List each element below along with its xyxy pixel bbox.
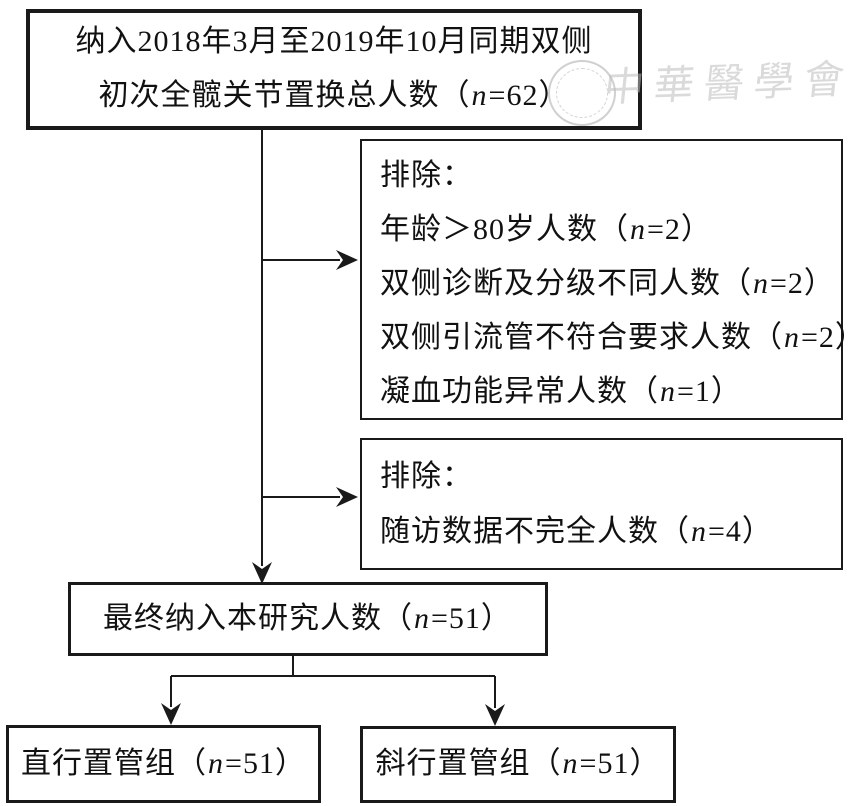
connector-split: [170, 656, 496, 708]
box-group-oblique-catheter: 斜行置管组（n=51）: [360, 726, 676, 803]
exclusion2-heading: 排除：: [380, 460, 473, 493]
final-included-line: 最终纳入本研究人数（n=51）: [103, 602, 512, 635]
exclusion1-heading: 排除：: [380, 159, 473, 192]
exclusion1-item-coagulation: 凝血功能异常人数（n=1）: [380, 375, 742, 408]
exclusion1-item-drainage: 双侧引流管不符合要求人数（n=2）: [380, 321, 852, 354]
group-oblique-line: 斜行置管组（n=51）: [375, 747, 661, 780]
enrolled-line-1: 纳入2018年3月至2019年10月同期双侧: [75, 25, 593, 58]
arrowhead-right-exclusion1: [336, 250, 358, 270]
arrowhead-down-to-final: [252, 562, 272, 584]
arrowhead-down-right-group: [485, 704, 505, 726]
exclusion1-item-diagnosis: 双侧诊断及分级不同人数（n=2）: [380, 267, 835, 300]
group-straight-line: 直行置管组（n=51）: [21, 747, 306, 780]
exclusion1-item-age: 年龄＞80岁人数（n=2）: [380, 213, 712, 246]
box-exclusion-followup: 排除： 随访数据不完全人数（n=4）: [360, 438, 843, 570]
box-group-straight-catheter: 直行置管组（n=51）: [6, 725, 321, 803]
box-enrolled-total: 纳入2018年3月至2019年10月同期双侧 初次全髋关节置换总人数（n=62）: [26, 9, 642, 130]
box-exclusion-criteria: 排除： 年龄＞80岁人数（n=2） 双侧诊断及分级不同人数（n=2） 双侧引流管…: [360, 139, 852, 420]
exclusion2-item-followup: 随访数据不完全人数（n=4）: [380, 515, 773, 548]
arrowhead-right-exclusion2: [336, 487, 358, 507]
enrolled-line-2: 初次全髋关节置换总人数（n=62）: [98, 79, 570, 112]
box-final-included: 最终纳入本研究人数（n=51）: [68, 582, 548, 656]
arrowhead-down-left-group: [161, 703, 181, 725]
